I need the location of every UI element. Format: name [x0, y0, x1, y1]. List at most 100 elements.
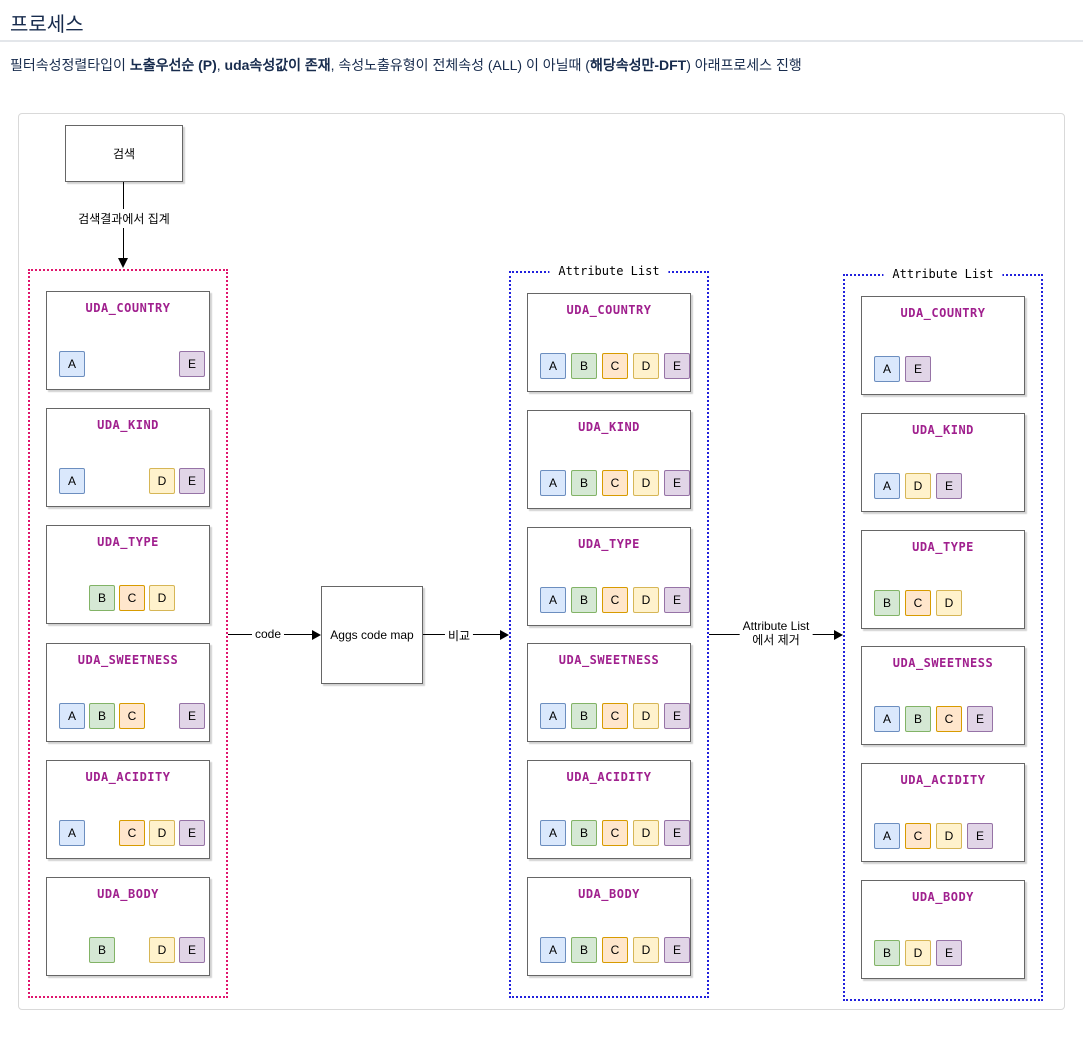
chip-a: A: [874, 472, 900, 499]
chip-d: D: [149, 468, 175, 495]
chip-e: E: [905, 356, 931, 382]
description-emphasis: 노출우선순 (P): [129, 57, 217, 73]
chip-e: E: [179, 819, 205, 846]
chip-b: B: [89, 585, 115, 612]
chip-b: B: [89, 936, 115, 963]
chip-a: A: [874, 356, 900, 382]
remove-arrow-label: Attribute List 에서 제거: [739, 619, 813, 647]
chip-e: E: [179, 351, 205, 377]
chip-e: E: [179, 468, 205, 495]
remove-arrow-head-icon: [834, 629, 843, 640]
chip-c: C: [119, 585, 145, 612]
uda-box-title: UDA_KIND: [578, 419, 640, 434]
chip-e: E: [936, 472, 962, 499]
remove-arrow-label-line2: 에서 제거: [752, 633, 800, 647]
chip-e: E: [967, 706, 993, 733]
remove-arrow-label-line1: Attribute List: [742, 619, 810, 633]
chip-a: A: [540, 353, 566, 379]
uda-box-title: UDA_COUNTRY: [900, 306, 986, 320]
chip-c: C: [119, 819, 145, 846]
chip-b: B: [571, 820, 597, 847]
chip-b: B: [874, 939, 900, 966]
code-arrow-label: code: [251, 627, 285, 641]
uda-box-title: UDA_TYPE: [912, 539, 974, 554]
chip-a: A: [59, 351, 85, 377]
description-text: ) 아래프로세스 진행: [686, 57, 802, 73]
description-text: , 속성노출유형이 전체속성 (ALL) 이 아닐때 (: [330, 57, 590, 73]
chip-c: C: [905, 589, 931, 616]
chip-e: E: [179, 702, 205, 729]
chip-e: E: [179, 936, 205, 963]
chip-e: E: [664, 586, 690, 613]
chip-c: C: [602, 820, 628, 847]
chip-a: A: [540, 820, 566, 847]
chip-e: E: [664, 353, 690, 379]
chip-d: D: [633, 820, 659, 847]
chip-a: A: [540, 586, 566, 613]
chip-b: B: [571, 703, 597, 730]
chip-d: D: [905, 472, 931, 499]
chip-e: E: [967, 823, 993, 850]
page-title: 프로세스: [10, 14, 84, 36]
chip-a: A: [59, 702, 85, 729]
attribute-list-filtered-group-label: Attribute List: [883, 267, 1003, 281]
chip-e: E: [664, 936, 690, 963]
chip-a: A: [540, 936, 566, 963]
chip-d: D: [936, 589, 962, 616]
chip-b: B: [571, 936, 597, 963]
uda-box-title: UDA_SWEETNESS: [892, 656, 994, 671]
chip-e: E: [936, 939, 962, 966]
uda-box-title: UDA_ACIDITY: [85, 769, 171, 784]
compare-arrow-head-icon: [500, 629, 509, 640]
uda-box-title: UDA_ACIDITY: [900, 773, 986, 788]
chip-d: D: [149, 585, 175, 612]
chip-a: A: [59, 819, 85, 846]
uda-box-title: UDA_BODY: [578, 886, 640, 901]
search-node-label: 검색: [112, 147, 136, 161]
chip-e: E: [664, 820, 690, 847]
chip-d: D: [905, 939, 931, 966]
title-divider: [0, 40, 1083, 42]
chip-d: D: [149, 936, 175, 963]
aggs-code-map-label: Aggs code map: [330, 628, 414, 642]
uda-box-title: UDA_COUNTRY: [85, 301, 171, 315]
description-emphasis: 해당속성만-DFT: [589, 57, 687, 73]
process-description: 필터속성정렬타입이 노출우선순 (P), uda속성값이 존재, 속성노출유형이…: [10, 56, 1073, 75]
description-emphasis: uda속성값이 존재: [224, 57, 331, 73]
chip-c: C: [905, 823, 931, 850]
chip-b: B: [571, 586, 597, 613]
uda-box-title: UDA_BODY: [97, 886, 159, 901]
uda-box-title: UDA_KIND: [912, 422, 974, 437]
chip-b: B: [874, 589, 900, 616]
